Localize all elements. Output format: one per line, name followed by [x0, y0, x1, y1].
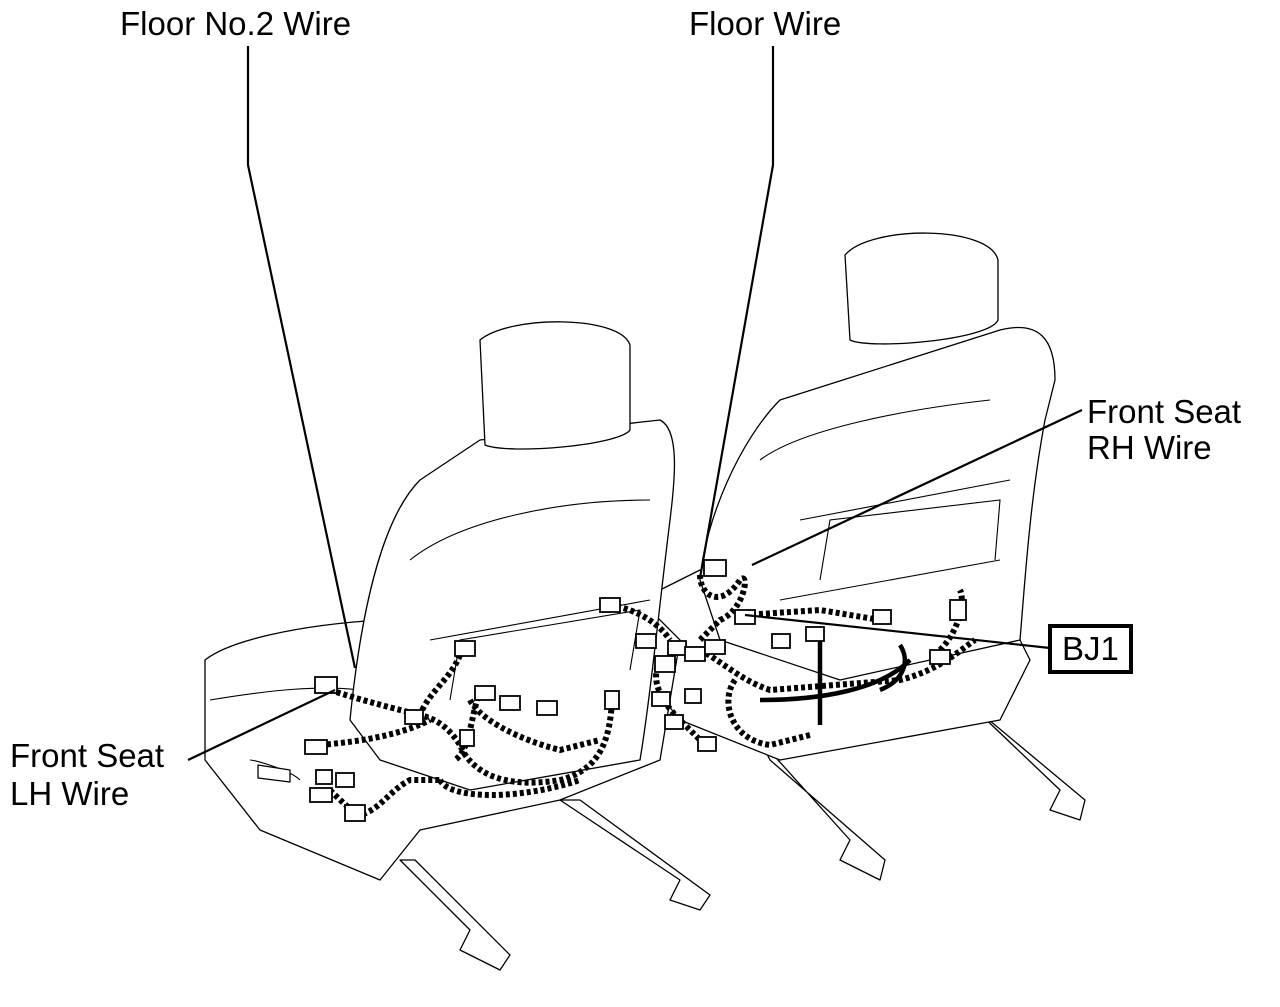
- connector: [474, 685, 496, 701]
- rh-harness-right: [937, 588, 965, 653]
- front-seat-lh-wire-label-line1: Front Seat: [10, 737, 165, 774]
- rh-harness-main: [698, 637, 977, 694]
- connector: [664, 714, 684, 730]
- connector: [651, 691, 671, 707]
- connector: [654, 655, 676, 673]
- connector: [304, 739, 328, 755]
- right-seat-rail-1: [759, 739, 886, 881]
- connector: [697, 736, 717, 752]
- front-seat-rh-wire-label-line2: RH Wire: [1087, 429, 1212, 466]
- rh-harness-floor: [697, 574, 748, 643]
- bj1-junction-label: BJ1: [1048, 624, 1133, 674]
- connector: [805, 626, 825, 642]
- connector: [872, 609, 892, 625]
- connector: [309, 787, 333, 803]
- connector: [604, 690, 620, 710]
- connector: [949, 599, 967, 621]
- connector: [704, 639, 726, 655]
- connector: [667, 640, 687, 656]
- floor-wire-leader: [698, 46, 775, 579]
- lh-harness-under: [437, 777, 581, 798]
- connector: [499, 695, 521, 711]
- connector: [929, 649, 951, 665]
- floor-no2-wire-leader: [246, 46, 357, 669]
- floor-no2-wire-label: Floor No.2 Wire: [120, 5, 352, 42]
- left-seat-rail-2: [559, 799, 711, 911]
- front-seat-lh-wire-leader: [187, 689, 336, 761]
- connector: [635, 633, 657, 649]
- rh-harness-vertical-2: [879, 643, 908, 693]
- connector: [454, 640, 476, 657]
- connector: [314, 676, 338, 694]
- left-seat-side-switch: [257, 764, 291, 783]
- front-seat-rh-wire-label-line1: Front Seat: [1087, 393, 1242, 430]
- right-seat: [639, 232, 1086, 881]
- connector: [734, 609, 756, 625]
- connector: [684, 688, 702, 704]
- connector: [459, 729, 475, 747]
- leader-lines: [187, 46, 1083, 761]
- rh-harness-loop: [725, 678, 811, 749]
- connector: [599, 597, 621, 613]
- connector: [703, 559, 727, 577]
- rh-harness-top: [744, 606, 881, 623]
- connector: [684, 646, 706, 662]
- connector: [404, 709, 424, 725]
- connector: [344, 804, 366, 822]
- right-seat-backrest: [699, 326, 1056, 681]
- left-seat-headrest: [479, 321, 631, 450]
- connector: [315, 769, 333, 785]
- front-seat-lh-wire-label-line2: LH Wire: [10, 775, 130, 812]
- rh-harness-bundle: [759, 658, 912, 703]
- connector: [536, 700, 558, 716]
- bj1-leader: [744, 613, 1051, 650]
- connectors: [304, 559, 967, 822]
- connector: [771, 633, 791, 649]
- lh-harness-upper: [417, 653, 463, 717]
- right-seat-headrest: [844, 232, 999, 345]
- front-seat-rh-wire-leader: [751, 409, 1083, 566]
- left-seat-rail-1: [399, 859, 511, 971]
- connector: [335, 772, 355, 788]
- lh-harness-main: [329, 687, 615, 786]
- floor-wire-label: Floor Wire: [689, 5, 842, 42]
